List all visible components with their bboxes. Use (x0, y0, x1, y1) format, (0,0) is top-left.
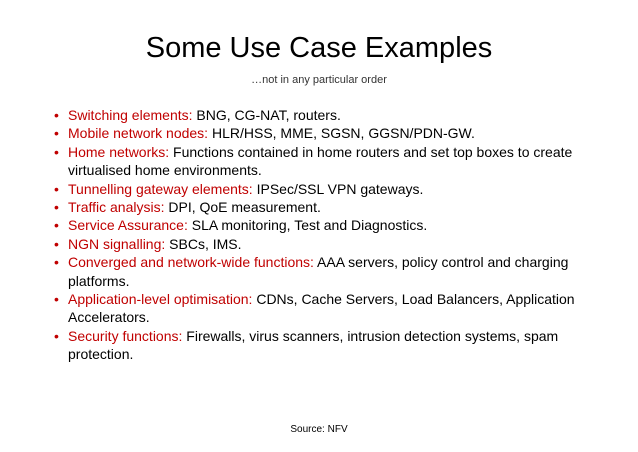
list-item: • NGN signalling: SBCs, IMS. (54, 235, 594, 253)
slide-title: Some Use Case Examples (145, 32, 493, 64)
list-item: • Service Assurance: SLA monitoring, Test… (54, 216, 594, 234)
list-item: • Security functions: Firewalls, virus sc… (54, 327, 594, 364)
list-item: • Mobile network nodes: HLR/HSS, MME, SGS… (54, 124, 594, 142)
bullet-icon: • (54, 107, 59, 123)
item-term: Home networks: (68, 143, 170, 160)
item-term: Mobile network nodes: (68, 125, 209, 142)
item-description: Firewalls, virus scanners, intrusion det… (68, 327, 559, 363)
item-term: Security functions: (68, 327, 183, 344)
bullet-icon: • (54, 125, 59, 142)
item-description: HLR/HSS, MME, SGSN, GGSN/PDN-GW. (208, 125, 475, 142)
item-description: SLA monitoring, Test and Diagnostics. (187, 217, 428, 234)
source-citation: Source: NFV (290, 424, 348, 435)
item-description: CDNs, Cache Servers, Load Balancers, App… (68, 291, 575, 326)
item-description: Functions contained in home routers and … (68, 143, 573, 179)
item-term: Service Assurance: (68, 217, 188, 234)
bullet-icon: • (54, 254, 59, 271)
bullet-icon: • (54, 180, 59, 197)
item-term: Traffic analysis: (68, 199, 165, 216)
list-item: • Tunnelling gateway elements: IPSec/SSL … (54, 180, 594, 198)
item-term: Switching elements: (68, 107, 193, 123)
bullet-list: • Switching elements: BNG, CG-NAT, router… (54, 106, 594, 364)
bullet-icon: • (54, 143, 59, 160)
item-term: NGN signalling: (68, 235, 166, 252)
slide-subtitle: …not in any particular order (251, 74, 387, 86)
list-item: • Traffic analysis: DPI, QoE measurement. (54, 198, 594, 216)
item-term: Tunnelling gateway elements: (68, 180, 253, 197)
list-item: • Application-level optimisation: CDNs, C… (54, 290, 594, 327)
list-item: • Home networks: Functions contained in h… (54, 143, 594, 180)
list-item: • Converged and network-wide functions: A… (54, 253, 594, 290)
item-term: Converged and network-wide functions: (68, 254, 314, 271)
bullet-icon: • (54, 235, 59, 252)
bullet-icon: • (54, 327, 59, 344)
item-term: Application-level optimisation: (68, 291, 253, 308)
item-description: IPSec/SSL VPN gateways. (252, 180, 424, 197)
bullet-icon: • (54, 291, 59, 308)
item-description: SBCs, IMS. (165, 235, 242, 252)
item-description: BNG, CG-NAT, routers. (192, 107, 341, 123)
item-description: DPI, QoE measurement. (164, 199, 321, 216)
bullet-icon: • (54, 199, 59, 216)
bullet-icon: • (54, 217, 59, 234)
item-description: AAA servers, policy control and charging… (68, 254, 569, 289)
list-item: • Switching elements: BNG, CG-NAT, router… (54, 106, 594, 124)
